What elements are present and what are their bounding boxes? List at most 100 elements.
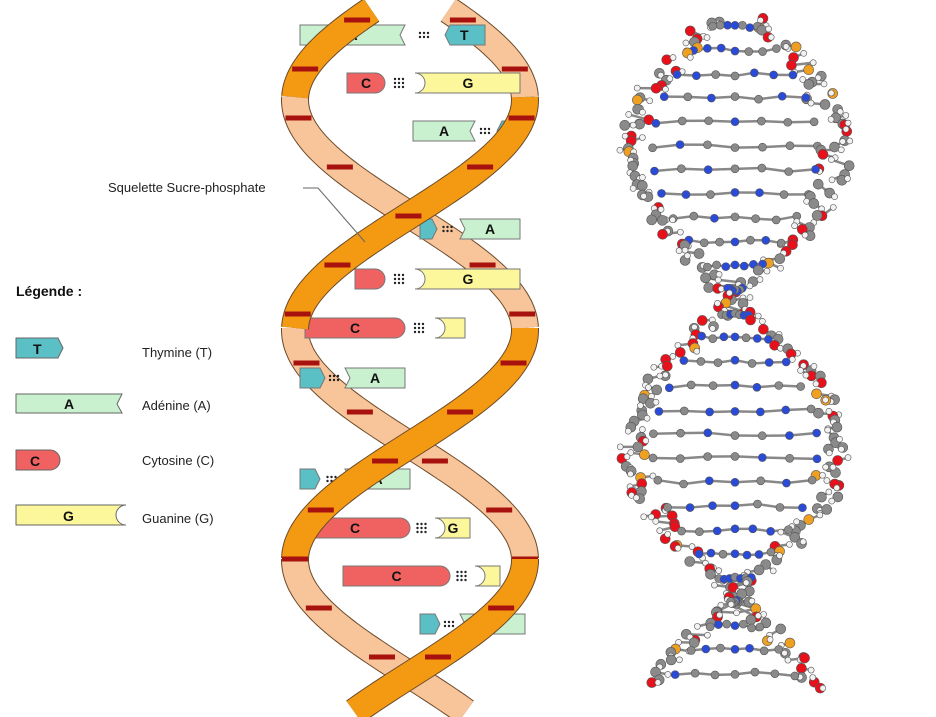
atom-carbon — [730, 670, 740, 679]
hydrogen-bond-dot — [421, 330, 425, 334]
atom-hydrogen — [623, 453, 631, 460]
atom-hydrogen — [784, 656, 792, 664]
bond — [789, 457, 818, 461]
bond — [707, 143, 736, 149]
atom-nitrogen — [785, 431, 794, 440]
legend-item-guanine: G Guanine (G) — [15, 504, 214, 526]
base-left — [419, 218, 438, 240]
back-strand-segment — [282, 559, 474, 717]
hydrogen-bond-dot — [336, 378, 340, 382]
atom-hydrogen — [827, 116, 835, 123]
atom-hydrogen — [640, 513, 648, 521]
hydrogen-bond-dot — [393, 281, 397, 285]
atom-carbon — [663, 503, 672, 512]
base-right — [414, 268, 521, 290]
atom-hydrogen — [746, 294, 754, 301]
hydrogen-bond-dot — [418, 31, 422, 35]
hydrogen-bond-dot — [393, 81, 397, 85]
atom-carbon — [705, 569, 716, 580]
atom-carbon — [790, 671, 800, 681]
atom-carbon — [649, 429, 658, 439]
hydrogen-bond-dot — [443, 624, 447, 628]
atom-oxygen — [727, 582, 739, 593]
atom-nitrogen — [659, 92, 669, 101]
base-right — [434, 317, 466, 339]
atom-oxygen — [758, 323, 769, 335]
atom-carbon — [741, 333, 751, 343]
atom-carbon — [747, 623, 756, 633]
atom-hydrogen — [836, 435, 843, 443]
atom-carbon — [708, 21, 718, 31]
base-letter-left: A — [439, 123, 449, 139]
base-letter-right: G — [448, 520, 459, 536]
atom-hydrogen — [763, 267, 771, 275]
atom-nitrogen — [750, 68, 759, 78]
atom-nitrogen — [742, 550, 752, 560]
base-left — [299, 468, 321, 490]
atom-hydrogen — [625, 111, 632, 118]
base-right — [474, 565, 501, 587]
hydrogen-bond-dot — [450, 225, 453, 229]
atom-nitrogen — [730, 260, 740, 270]
atom-nitrogen — [675, 140, 685, 149]
atom-carbon — [775, 623, 787, 635]
legend-label: Cytosine (C) — [142, 453, 214, 468]
atom-carbon — [753, 564, 765, 576]
bond — [734, 119, 762, 123]
hydrogen-bond-dot — [460, 574, 463, 578]
atom-nitrogen — [764, 358, 774, 367]
atom-hydrogen — [759, 317, 766, 325]
atom-nitrogen — [748, 524, 758, 534]
atom-oxygen — [745, 314, 756, 326]
callout-line — [303, 187, 366, 243]
atom-hydrogen — [664, 530, 671, 538]
atom-oxygen — [787, 239, 798, 251]
atom-nitrogen — [781, 357, 791, 367]
bond — [653, 431, 681, 435]
atom-oxygen — [696, 315, 708, 326]
atom-carbon — [648, 143, 657, 153]
atom-hydrogen — [833, 484, 841, 492]
atom-hydrogen — [829, 463, 837, 471]
atom-nitrogen — [730, 644, 740, 654]
atom-hydrogen — [657, 206, 665, 213]
atom-carbon — [677, 526, 686, 536]
hydrogen-bond-dot — [420, 530, 423, 534]
atom-nitrogen — [721, 262, 731, 271]
bond — [788, 168, 816, 173]
hydrogen-bond-dot — [413, 330, 417, 334]
atom-hydrogen — [816, 511, 824, 519]
atom-nitrogen — [766, 527, 775, 536]
atom-hydrogen — [831, 193, 838, 201]
atom-carbon — [688, 637, 700, 648]
atom-hydrogen — [819, 684, 827, 692]
atom-phosphorus — [784, 637, 796, 649]
atom-hydrogen — [624, 427, 632, 435]
hydrogen-bond-dot — [417, 322, 421, 326]
atom-hydrogen — [676, 656, 683, 664]
atom-hydrogen — [844, 454, 852, 461]
atom-carbon — [695, 527, 704, 537]
atom-nitrogen — [754, 550, 764, 559]
atom-hydrogen — [844, 175, 851, 182]
backbone-label: Squelette Sucre-phosphate — [108, 180, 266, 195]
hydrogen-bond-dot — [393, 273, 397, 277]
atom-hydrogen — [616, 146, 624, 154]
base-pair: A — [299, 367, 406, 389]
atom-carbon — [716, 643, 725, 653]
bond — [655, 119, 683, 125]
atom-hydrogen — [693, 347, 701, 355]
atom-nitrogen — [764, 335, 773, 344]
atom-hydrogen — [765, 25, 772, 33]
atom-carbon — [832, 491, 844, 503]
base-left — [346, 72, 386, 94]
atom-hydrogen — [716, 611, 723, 619]
hydrogen-bond-dot — [393, 277, 397, 281]
atom-hydrogen — [648, 513, 655, 521]
base-letter-right: A — [485, 221, 495, 237]
hydrogen-bond-dot — [393, 85, 397, 89]
atom-oxygen — [799, 652, 810, 664]
base-left — [354, 268, 386, 290]
atom-nitrogen — [703, 44, 712, 53]
